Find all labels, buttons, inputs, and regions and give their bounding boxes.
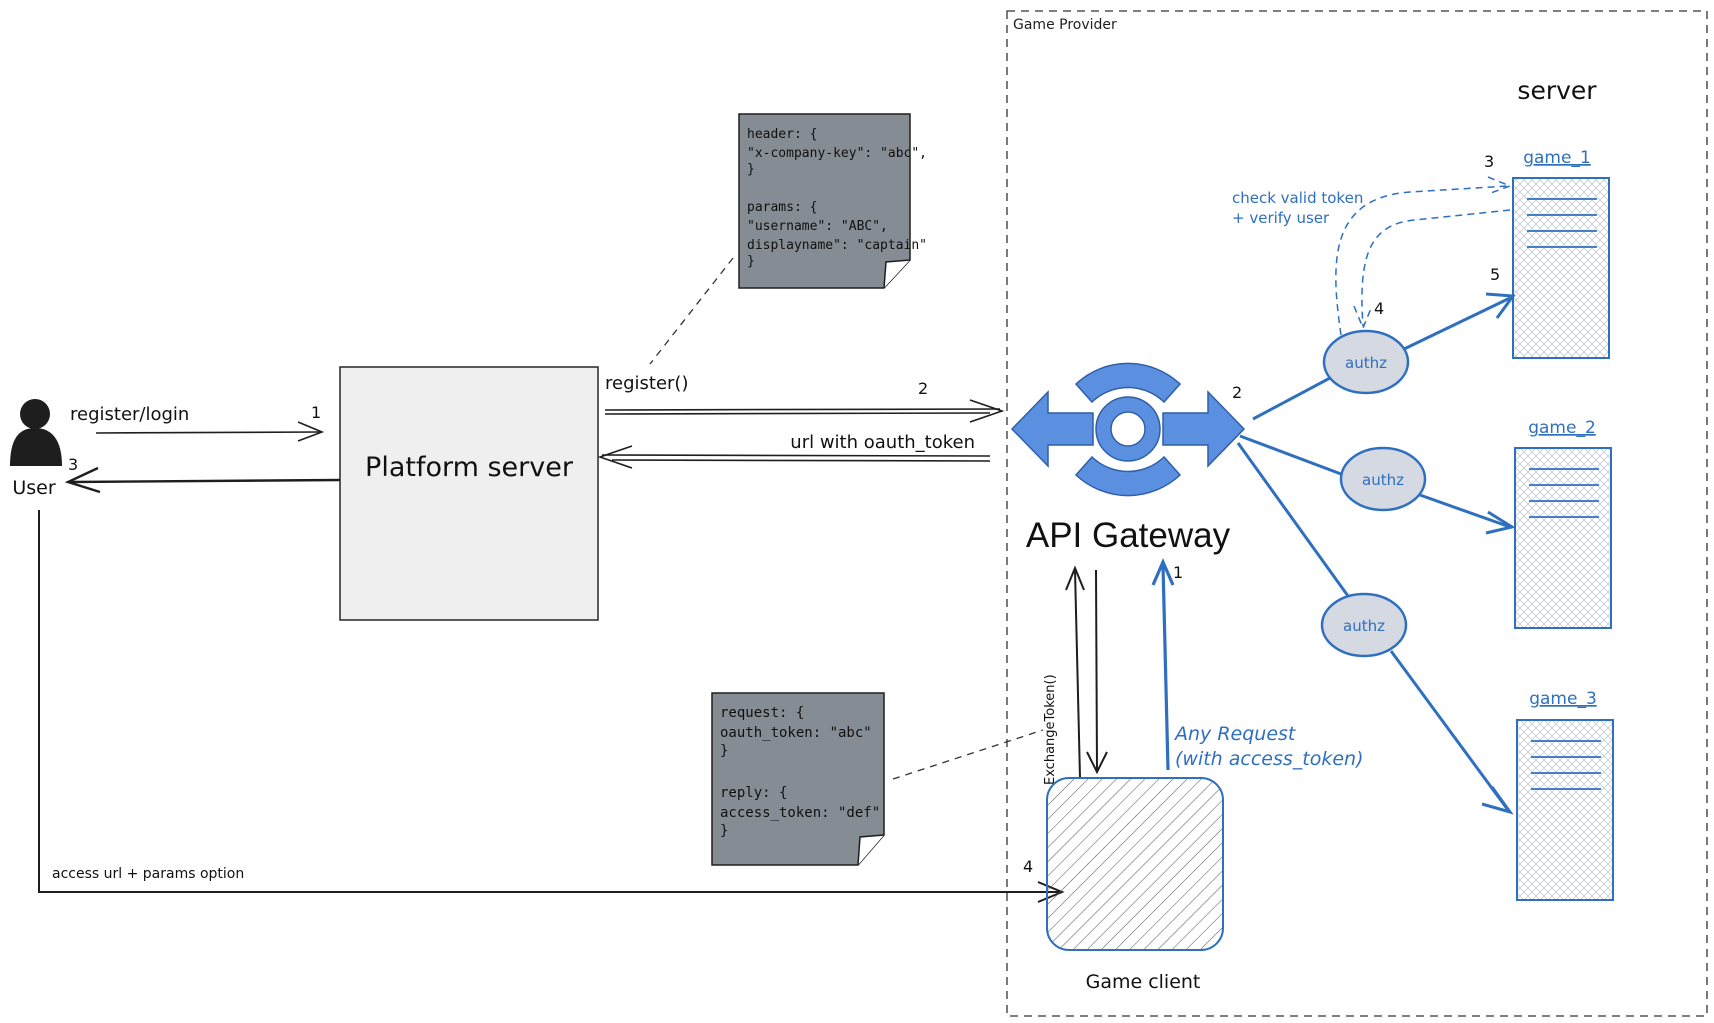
note-register-line: "x-company-key": "abc",: [747, 146, 927, 161]
step-gateway-2: 2: [1232, 383, 1242, 402]
note-register-line: displayname": "captain": [747, 238, 927, 253]
edge-register-call: [604, 399, 1005, 423]
note-exchange-line: access_token: "def": [720, 805, 880, 821]
note-exchange-line: oauth_token: "abc": [720, 725, 872, 741]
step-auth-4: 4: [1374, 299, 1384, 318]
edge-check-token-label-2: + verify user: [1232, 209, 1330, 227]
edge-exchange-token-label: ExchangeToken(): [1043, 674, 1058, 785]
edge-register-login: [95, 421, 325, 442]
game-client-node: Game client: [1046, 777, 1224, 993]
note-register-line: header: {: [747, 127, 817, 142]
api-gateway-icon: [1010, 362, 1246, 497]
user-node: User: [10, 399, 62, 499]
note-exchange-token: request: { oauth_token: "abc" } reply: {…: [711, 692, 889, 866]
game-server-label: game_3: [1529, 689, 1597, 709]
authz-node: authz: [1320, 592, 1408, 658]
note-exchange-line: }: [720, 743, 728, 759]
user-label: User: [12, 477, 55, 499]
game-server-label: game_1: [1523, 148, 1591, 168]
api-gateway-node: API Gateway: [1010, 362, 1246, 555]
note-exchange-line: reply: {: [720, 785, 787, 801]
game-server-1: game_1: [1512, 148, 1610, 359]
gateway-to-authz-edges: [1236, 376, 1350, 597]
game-provider-boundary: Game Provider: [1006, 10, 1708, 1017]
edge-exchange-token: [1065, 565, 1108, 779]
authz-to-game-edges: [1389, 292, 1516, 815]
step-user-1: 1: [311, 403, 321, 422]
server-label: server: [1517, 76, 1597, 105]
game-server-label: game_2: [1528, 418, 1596, 438]
edge-any-request: [1151, 557, 1175, 771]
edge-register-call-label: register(): [605, 373, 688, 394]
authz-node: authz: [1339, 446, 1427, 512]
step-user-3: 3: [68, 455, 78, 474]
note-register-connector: [649, 257, 734, 365]
svg-text:header: { "x-company-key: header: { "x-company-key": "abc", } para…: [747, 127, 935, 269]
note-register-line: }: [747, 254, 755, 269]
authz-label: authz: [1345, 354, 1387, 372]
note-register-line: }: [747, 162, 755, 177]
edge-access-url-label: access url + params option: [52, 866, 244, 882]
edge-any-request-label-1: Any Request: [1173, 723, 1297, 745]
game-server-2: game_2: [1514, 418, 1612, 629]
step-auth-5: 5: [1490, 265, 1500, 284]
step-client-4: 4: [1023, 857, 1033, 876]
step-auth-3: 3: [1484, 152, 1494, 171]
game-provider-label: Game Provider: [1013, 17, 1117, 33]
api-gateway-label: API Gateway: [1026, 516, 1231, 555]
user-icon: [10, 399, 62, 466]
note-register-params: header: { "x-company-key": "abc", } para…: [738, 113, 935, 289]
authz-label: authz: [1362, 471, 1404, 489]
edge-url-token: [597, 445, 991, 469]
edge-register-login-label: register/login: [70, 404, 189, 425]
note-exchange-connector: [892, 729, 1044, 780]
platform-server-node: Platform server: [339, 366, 599, 621]
note-register-line: params: {: [747, 200, 817, 215]
step-client-1: 1: [1173, 563, 1183, 582]
edge-platform-to-user: [64, 466, 341, 494]
note-register-line: "username": "ABC",: [747, 219, 888, 234]
edge-check-token-label-1: check valid token: [1232, 189, 1363, 207]
svg-text:request: { oauth_token:: request: { oauth_token: "abc" } reply: {…: [720, 705, 889, 839]
authz-node: authz: [1322, 329, 1410, 395]
edge-check-token: [1335, 176, 1513, 336]
edge-any-request-label-2: (with access_token): [1175, 748, 1364, 770]
note-exchange-line: request: {: [720, 705, 804, 721]
note-exchange-line: }: [720, 823, 728, 839]
game-server-3: game_3: [1516, 689, 1614, 901]
step-platform-2: 2: [918, 379, 928, 398]
edge-url-token-label: url with oauth_token: [790, 432, 975, 453]
authz-label: authz: [1343, 617, 1385, 635]
game-client-label: Game client: [1086, 971, 1201, 993]
platform-server-label: Platform server: [365, 452, 574, 483]
